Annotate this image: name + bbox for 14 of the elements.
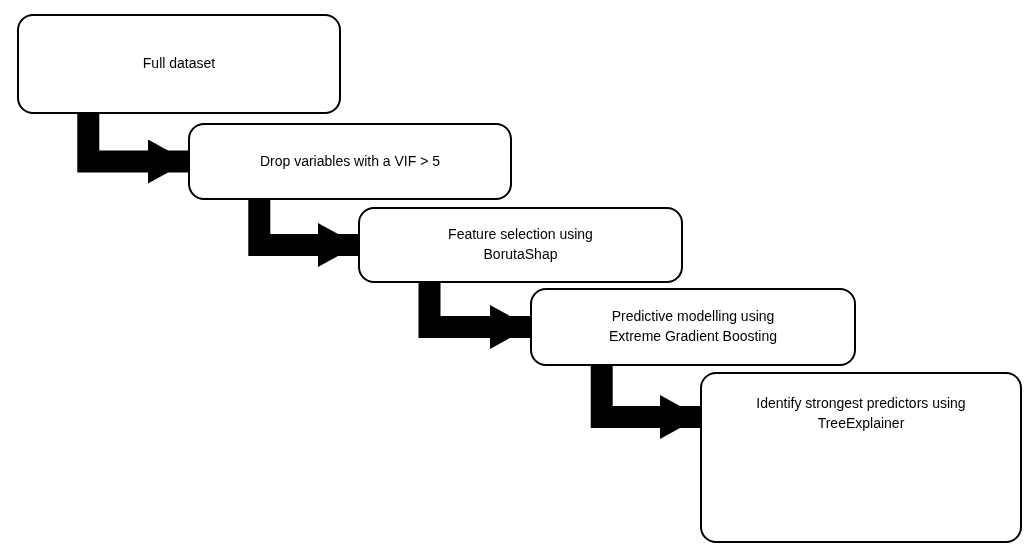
step-label: Predictive modelling using Extreme Gradient Boosting <box>607 307 779 346</box>
process-box <box>358 207 683 283</box>
elbow-arrow <box>590 366 700 439</box>
elbow-arrow <box>418 283 530 349</box>
process-box <box>700 372 1022 543</box>
process-box <box>188 123 512 200</box>
step-label: Feature selection using BorutaShap <box>447 225 594 264</box>
elbow-arrow <box>77 114 188 184</box>
process-box <box>530 288 856 366</box>
step-label: Full dataset <box>142 54 216 74</box>
elbow-arrow <box>248 200 358 267</box>
step-label: Drop variables with a VIF > 5 <box>259 151 441 171</box>
process-box <box>17 14 341 114</box>
step-label: Identify strongest predictors using TreeExplainer <box>755 394 967 433</box>
